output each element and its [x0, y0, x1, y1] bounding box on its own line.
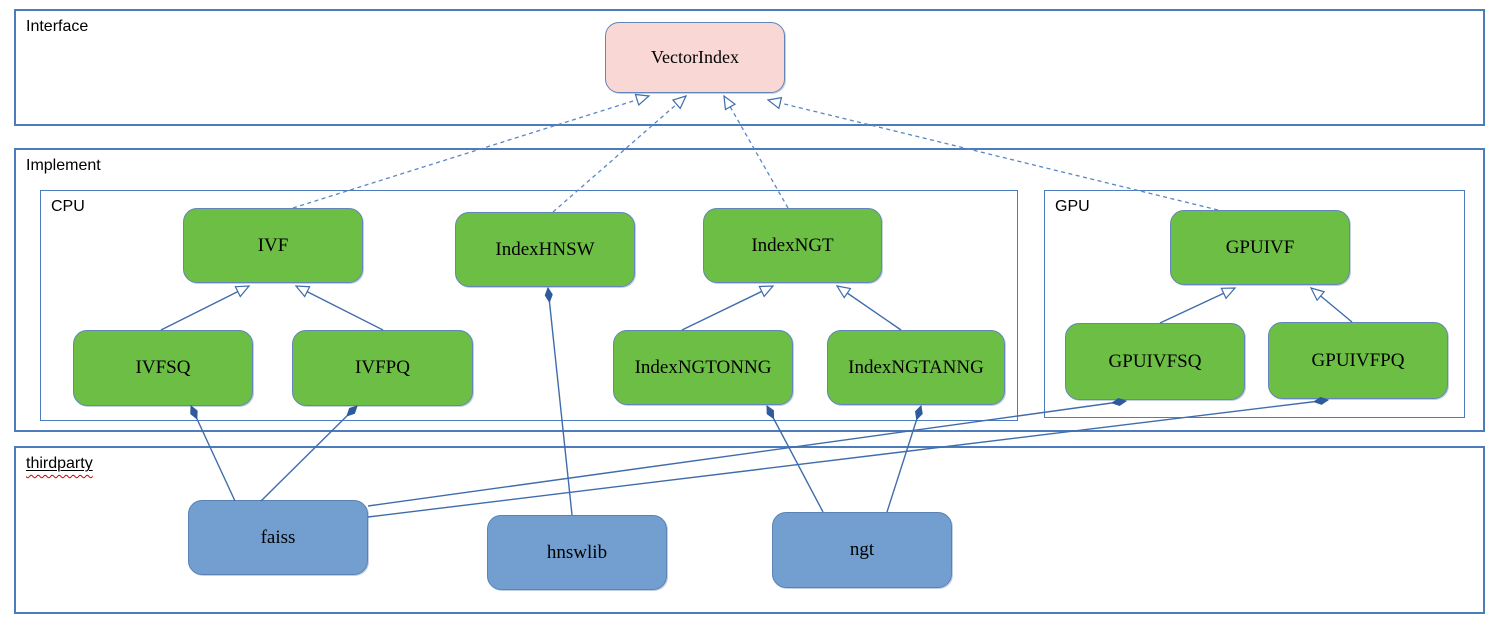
node-indexhnsw[interactable]: IndexHNSW — [455, 212, 635, 287]
node-gpuivfsq[interactable]: GPUIVFSQ — [1065, 323, 1245, 400]
node-gpuivfpq[interactable]: GPUIVFPQ — [1268, 322, 1448, 399]
node-gpuivfsq-label: GPUIVFSQ — [1108, 350, 1202, 372]
node-indexngtonng-label: IndexNGTONNG — [634, 356, 772, 378]
node-faiss-label: faiss — [260, 526, 296, 548]
container-implement-label: Implement — [26, 157, 101, 174]
node-faiss[interactable]: faiss — [188, 500, 368, 575]
node-gpuivf-label: GPUIVF — [1225, 236, 1295, 258]
container-cpu-label: CPU — [51, 198, 85, 215]
container-thirdparty-label: thirdparty — [26, 455, 93, 472]
node-ivf-label: IVF — [257, 234, 289, 256]
node-hnswlib-label: hnswlib — [546, 541, 608, 563]
node-hnswlib[interactable]: hnswlib — [487, 515, 667, 590]
node-indexngt[interactable]: IndexNGT — [703, 208, 882, 283]
node-indexngtonng[interactable]: IndexNGTONNG — [613, 330, 793, 405]
node-ivfpq-label: IVFPQ — [355, 357, 410, 378]
node-ngt-label: ngt — [849, 539, 875, 560]
node-ngt[interactable]: ngt — [772, 512, 952, 588]
node-gpuivfpq-label: GPUIVFPQ — [1311, 349, 1405, 371]
node-indexhnsw-label: IndexHNSW — [495, 238, 595, 260]
node-indexngt-label: IndexNGT — [751, 234, 834, 256]
container-interface-label: Interface — [26, 18, 89, 35]
node-indexngtanng-label: IndexNGTANNG — [848, 356, 984, 378]
node-ivfsq[interactable]: IVFSQ — [73, 330, 253, 406]
node-vectorindex[interactable]: VectorIndex — [605, 22, 785, 93]
node-ivfsq-label: IVFSQ — [135, 357, 191, 378]
node-vectorindex-label: VectorIndex — [651, 47, 739, 67]
node-ivf[interactable]: IVF — [183, 208, 363, 283]
node-gpuivf[interactable]: GPUIVF — [1170, 210, 1350, 285]
node-indexngtanng[interactable]: IndexNGTANNG — [827, 330, 1005, 405]
container-gpu-label: GPU — [1055, 198, 1090, 215]
node-ivfpq[interactable]: IVFPQ — [292, 330, 473, 406]
